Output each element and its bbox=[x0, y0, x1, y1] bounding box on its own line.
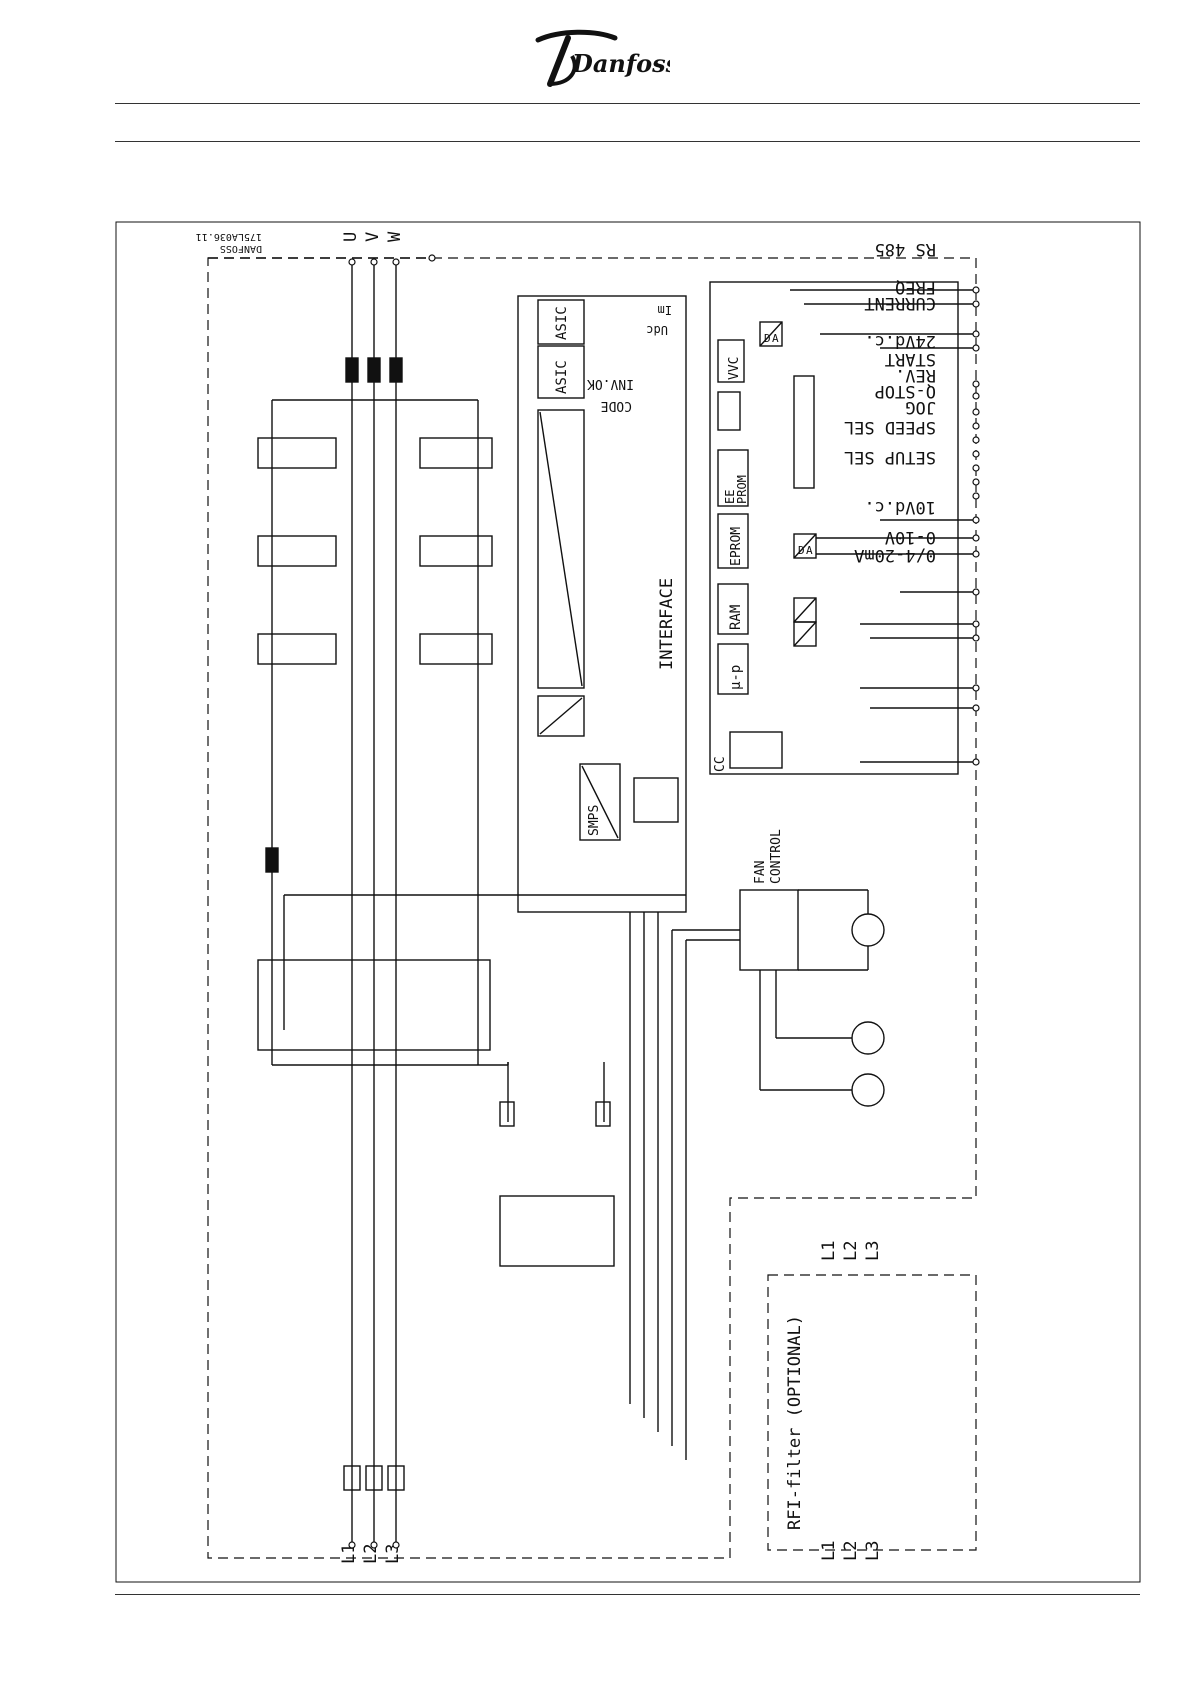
signal-udc: Udc bbox=[646, 323, 668, 337]
rfi-filter-label: RFI-filter (OPTIONAL) bbox=[785, 1315, 805, 1530]
rfi-in-l3: L3 bbox=[863, 1241, 883, 1261]
rfi-out-l1: L1 bbox=[819, 1541, 839, 1561]
asic-2-label: ASIC bbox=[554, 360, 570, 394]
signal-inv-ok: INV.OK bbox=[587, 376, 634, 391]
terminal-speed-sel: SPEED SEL bbox=[844, 417, 936, 437]
vvc-label: VVC bbox=[727, 357, 742, 380]
output-w: W bbox=[385, 231, 405, 242]
rfi-out-l3: L3 bbox=[863, 1541, 883, 1561]
drawing-code-1: 175LA036.11 bbox=[196, 231, 262, 242]
signal-im: Im bbox=[658, 303, 672, 317]
signal-code: CODE bbox=[601, 398, 632, 413]
da-1-bottom: A bbox=[772, 332, 779, 345]
eeprom-line2: PROM bbox=[735, 475, 749, 504]
terminal-start: START bbox=[885, 349, 936, 369]
rfi-out-l2: L2 bbox=[841, 1541, 861, 1561]
da-2-bottom: A bbox=[806, 544, 813, 557]
interface-label: INTERFACE bbox=[657, 578, 677, 670]
fan-control-line1: FAN bbox=[753, 861, 768, 884]
terminal-0-4-20ma: 0/4-20mA bbox=[854, 545, 936, 565]
output-v: V bbox=[363, 232, 383, 242]
fan-control-line2: CONTROL bbox=[769, 829, 784, 884]
rfi-in-l2: L2 bbox=[841, 1241, 861, 1261]
terminal-setup-sel: SETUP SEL bbox=[844, 447, 936, 467]
da-1-top: D bbox=[764, 332, 771, 345]
asic-1-label: ASIC bbox=[554, 306, 570, 340]
terminal-rs485: RS 485 bbox=[875, 239, 936, 259]
ram-label: RAM bbox=[728, 605, 744, 630]
rfi-in-l1: L1 bbox=[819, 1241, 839, 1261]
terminal-freq: FREQ bbox=[895, 277, 936, 297]
output-u: U bbox=[341, 232, 361, 242]
terminal-0-10v: 0-10V bbox=[885, 527, 936, 547]
eprom-label: EPROM bbox=[729, 527, 744, 566]
terminal-24vdc: 24Vd.c. bbox=[864, 331, 936, 351]
mu-p-label: μ-p bbox=[728, 665, 744, 690]
smps-label: SMPS bbox=[587, 805, 602, 836]
control-card-label: CC bbox=[713, 756, 728, 772]
terminal-10vdc: 10Vd.c. bbox=[864, 497, 936, 517]
drawing-code-2: DANFOSS bbox=[220, 243, 262, 254]
da-2-top: D bbox=[798, 544, 805, 557]
